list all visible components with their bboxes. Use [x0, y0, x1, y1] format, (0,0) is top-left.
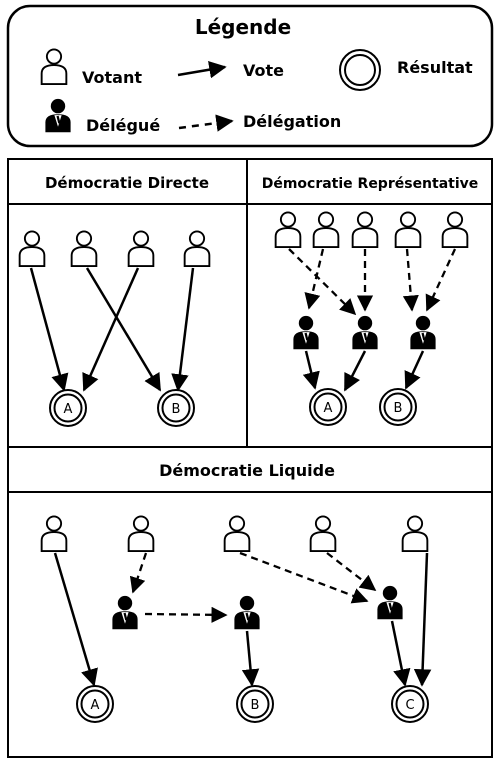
voter-icon: [441, 211, 469, 249]
vote-arrow: [85, 267, 162, 392]
delegation-arrow: [402, 248, 419, 312]
vote-arrow: [302, 350, 320, 390]
delegate-icon: [351, 315, 379, 351]
result-legend-icon: [339, 49, 381, 91]
delegate-icon: [233, 595, 261, 631]
voter-icon: [183, 230, 211, 268]
delegation-arrow: [326, 552, 377, 591]
legend-title: Légende: [195, 15, 291, 39]
voter-icon: [309, 515, 337, 553]
liquid-panel-title: Démocratie Liquide: [159, 461, 335, 480]
result-label: B: [251, 698, 260, 713]
result-node-b: B: [379, 388, 417, 426]
vote-arrow: [29, 267, 69, 392]
voter-icon: [127, 230, 155, 268]
vote-arrow-legend: [177, 61, 227, 79]
representative-panel-title: Démocratie Représentative: [262, 176, 479, 192]
vote-arrow: [404, 350, 425, 390]
voter-icon: [351, 211, 379, 249]
voter-icon: [401, 515, 429, 553]
result-node-b: B: [157, 389, 195, 427]
delegate-icon: [376, 585, 404, 621]
voter-icon: [394, 211, 422, 249]
vote-arrow: [390, 620, 411, 687]
delegate-icon: [111, 595, 139, 631]
vote-arrow: [241, 630, 260, 687]
delegation-arrow: [304, 248, 325, 310]
voter-icon: [274, 211, 302, 249]
result-label: A: [324, 401, 333, 416]
voter-icon: [223, 515, 251, 553]
delegation-arrow-legend: [178, 114, 234, 132]
legend: Légende Votant Vote Résultat Délégué Dél…: [6, 4, 494, 148]
liquid-democracy-panel: A B C: [40, 515, 432, 723]
legend-vote-label: Vote: [243, 61, 284, 80]
direct-democracy-panel: A B: [18, 230, 211, 427]
delegate-icon: [409, 315, 437, 351]
vote-arrow: [82, 267, 140, 392]
legend-voter-label: Votant: [82, 68, 142, 87]
result-node-a: A: [76, 685, 114, 723]
representative-democracy-panel: A B: [274, 211, 469, 426]
vote-arrow: [53, 552, 98, 687]
voter-icon: [127, 515, 155, 553]
vote-arrow: [413, 552, 432, 687]
result-node-a: A: [309, 388, 347, 426]
legend-result-label: Résultat: [397, 58, 473, 77]
result-node-a: A: [49, 389, 87, 427]
result-node-b: B: [236, 685, 274, 723]
voter-icon: [18, 230, 46, 268]
legend-delegate-label: Délégué: [86, 116, 160, 135]
delegation-arrow: [239, 551, 369, 604]
delegation-arrow: [425, 248, 457, 312]
legend-delegation-label: Délégation: [243, 112, 341, 131]
delegation-arrow: [144, 606, 228, 623]
result-label: A: [64, 402, 73, 417]
voter-icon: [70, 230, 98, 268]
vote-arrow: [343, 350, 367, 392]
panels-frame: [7, 158, 493, 758]
result-label: A: [91, 698, 100, 713]
delegate-icon: [292, 315, 320, 351]
voter-icon: [312, 211, 340, 249]
delegation-arrow: [129, 552, 148, 594]
direct-panel-title: Démocratie Directe: [45, 174, 209, 192]
delegation-arrow: [288, 248, 357, 316]
result-label: B: [172, 402, 181, 417]
result-label: B: [394, 401, 403, 416]
voter-icon: [40, 515, 68, 553]
result-node-c: C: [391, 685, 429, 723]
vote-arrow: [171, 267, 195, 392]
result-label: C: [405, 698, 414, 713]
